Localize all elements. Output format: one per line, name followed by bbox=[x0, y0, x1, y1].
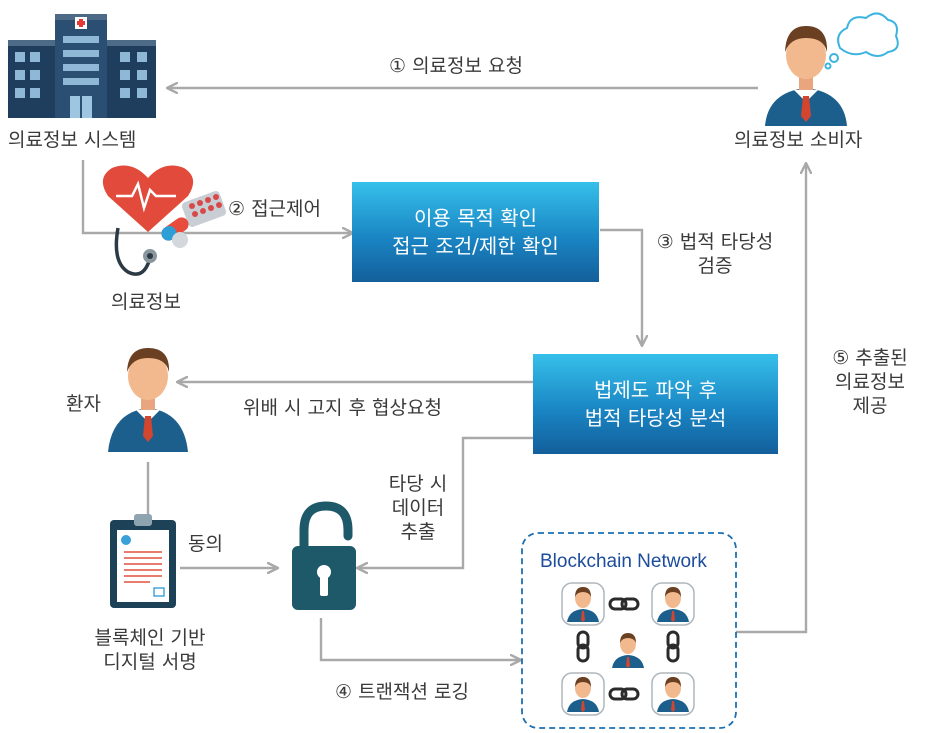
patient-avatar-icon bbox=[108, 348, 188, 452]
medical-info-label: 의료정보 bbox=[111, 291, 181, 313]
network-boundary bbox=[521, 532, 737, 729]
step5-line2: 의료정보 bbox=[835, 371, 905, 393]
signature-line2: 디지털 서명 bbox=[103, 651, 197, 673]
step3-line2: 검증 bbox=[697, 255, 733, 277]
step4-label: ④ 트랜잭션 로깅 bbox=[335, 681, 469, 703]
step5-line1: ⑤ 추출된 bbox=[832, 347, 908, 369]
legal-analysis-line1: 법제도 파악 후 bbox=[593, 378, 718, 402]
arrow-logging bbox=[319, 618, 520, 660]
valid-line3: 추출 bbox=[400, 521, 436, 543]
hospital-label: 의료정보 시스템 bbox=[8, 129, 137, 151]
step5-line3: 제공 bbox=[852, 395, 888, 417]
legal-analysis-line2: 법적 타당성 분석 bbox=[584, 406, 727, 430]
violation-label: 위배 시 고지 후 협상요청 bbox=[243, 397, 442, 419]
signed-document-icon bbox=[110, 514, 176, 608]
thought-cloud-icon bbox=[824, 12, 899, 70]
medical-info-icon bbox=[102, 165, 227, 276]
valid-line1: 타당 시 bbox=[388, 473, 448, 495]
hospital-icon bbox=[8, 14, 156, 118]
valid-extract-label: 타당 시 데이터 추출 bbox=[378, 472, 458, 544]
signature-line1: 블록체인 기반 bbox=[94, 627, 206, 649]
purpose-check-box: 이용 목적 확인 접근 조건/제한 확인 bbox=[352, 182, 599, 282]
padlock-icon bbox=[292, 501, 356, 610]
step1-label: ① 의료정보 요청 bbox=[389, 55, 523, 77]
patient-label: 환자 bbox=[66, 393, 101, 415]
step2-label: ② 접근제어 bbox=[228, 198, 321, 220]
chain-link-icons bbox=[576, 597, 680, 701]
step3-line1: ③ 법적 타당성 bbox=[656, 231, 774, 253]
signature-label: 블록체인 기반 디지털 서명 bbox=[70, 626, 230, 674]
consent-label: 동의 bbox=[188, 533, 223, 555]
purpose-check-line2: 접근 조건/제한 확인 bbox=[392, 234, 559, 258]
blockchain-network bbox=[521, 532, 737, 729]
blockchain-title: Blockchain Network bbox=[540, 551, 707, 572]
node-avatars bbox=[567, 587, 689, 712]
arrow-legal-verify bbox=[600, 228, 642, 345]
purpose-check-line1: 이용 목적 확인 bbox=[413, 206, 538, 230]
step5-label: ⑤ 추출된 의료정보 제공 bbox=[815, 346, 925, 418]
arrow-provide bbox=[736, 164, 806, 634]
arrow-access-control bbox=[81, 160, 352, 233]
arrow-extract bbox=[358, 436, 533, 568]
consumer-label: 의료정보 소비자 bbox=[734, 129, 863, 151]
consumer-avatar-icon bbox=[765, 26, 847, 126]
step3-label: ③ 법적 타당성 검증 bbox=[645, 230, 785, 278]
valid-line2: 데이터 bbox=[391, 497, 445, 519]
legal-analysis-box: 법제도 파악 후 법적 타당성 분석 bbox=[533, 354, 778, 454]
